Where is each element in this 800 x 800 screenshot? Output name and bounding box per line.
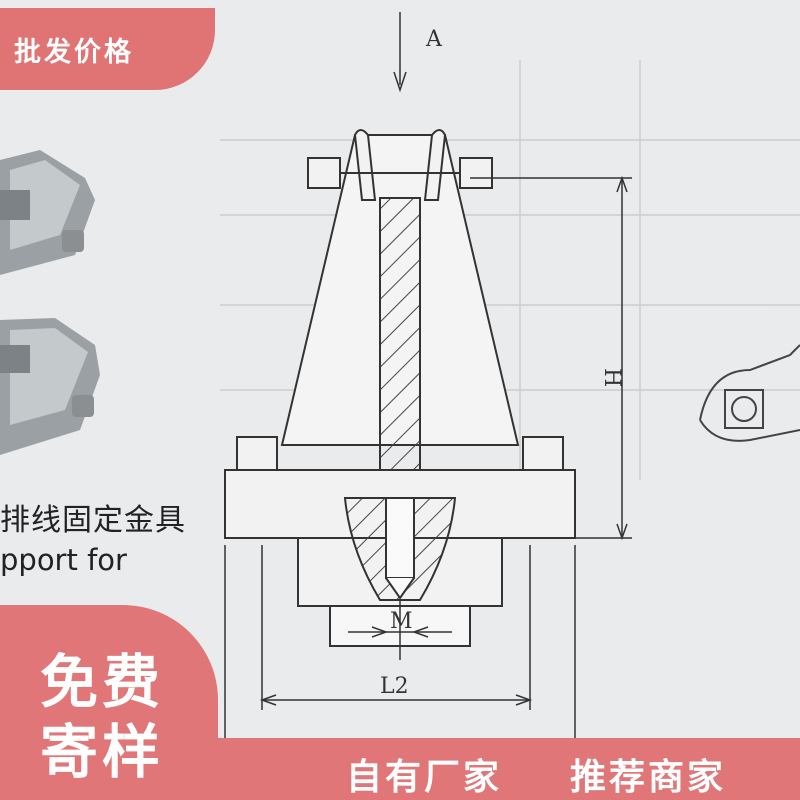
dim-label-l2: L2 — [380, 674, 409, 699]
price-tag-label: 批发价格 — [14, 37, 134, 68]
free-sample-badge: 免费 寄样 — [0, 605, 218, 800]
product-caption-en: pport for — [0, 543, 127, 577]
dim-label-h: H — [599, 368, 624, 387]
bottom-banner: 自有厂家 推荐商家 — [218, 738, 800, 800]
badge-line-1: 免费 — [40, 648, 165, 716]
banner-right-text: 推荐商家 — [570, 757, 727, 798]
view-arrow-label: A — [425, 27, 443, 52]
dim-label-m: M — [390, 609, 413, 634]
side-view — [699, 344, 800, 442]
banner-left-text: 自有厂家 — [346, 757, 503, 798]
product-photo-2 — [0, 318, 100, 455]
product-photo-1 — [0, 150, 95, 275]
price-tag: 批发价格 — [0, 8, 215, 90]
product-caption-cn: 排线固定金具 — [0, 503, 186, 538]
badge-line-2: 寄样 — [40, 718, 165, 786]
